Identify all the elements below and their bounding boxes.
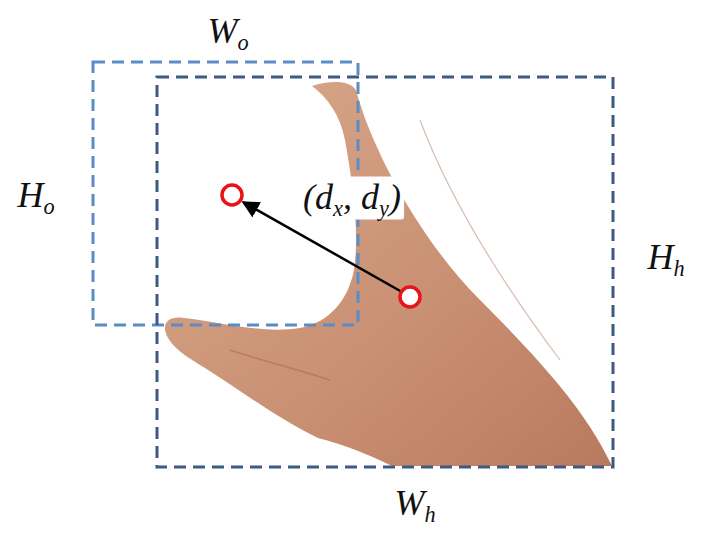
hand-center — [400, 287, 420, 307]
hand-box — [157, 77, 613, 467]
width-label: Wh — [391, 482, 438, 525]
width-label: Wo — [204, 10, 251, 53]
height-label: Ho — [14, 174, 57, 217]
object-box — [93, 62, 358, 325]
offset-label: (dx, dy) — [300, 176, 404, 219]
height-label: Hh — [644, 236, 687, 279]
thumb-crease — [230, 350, 330, 380]
hand-shape — [165, 82, 612, 466]
knuckle-shade — [420, 120, 560, 360]
object-center — [222, 185, 242, 205]
